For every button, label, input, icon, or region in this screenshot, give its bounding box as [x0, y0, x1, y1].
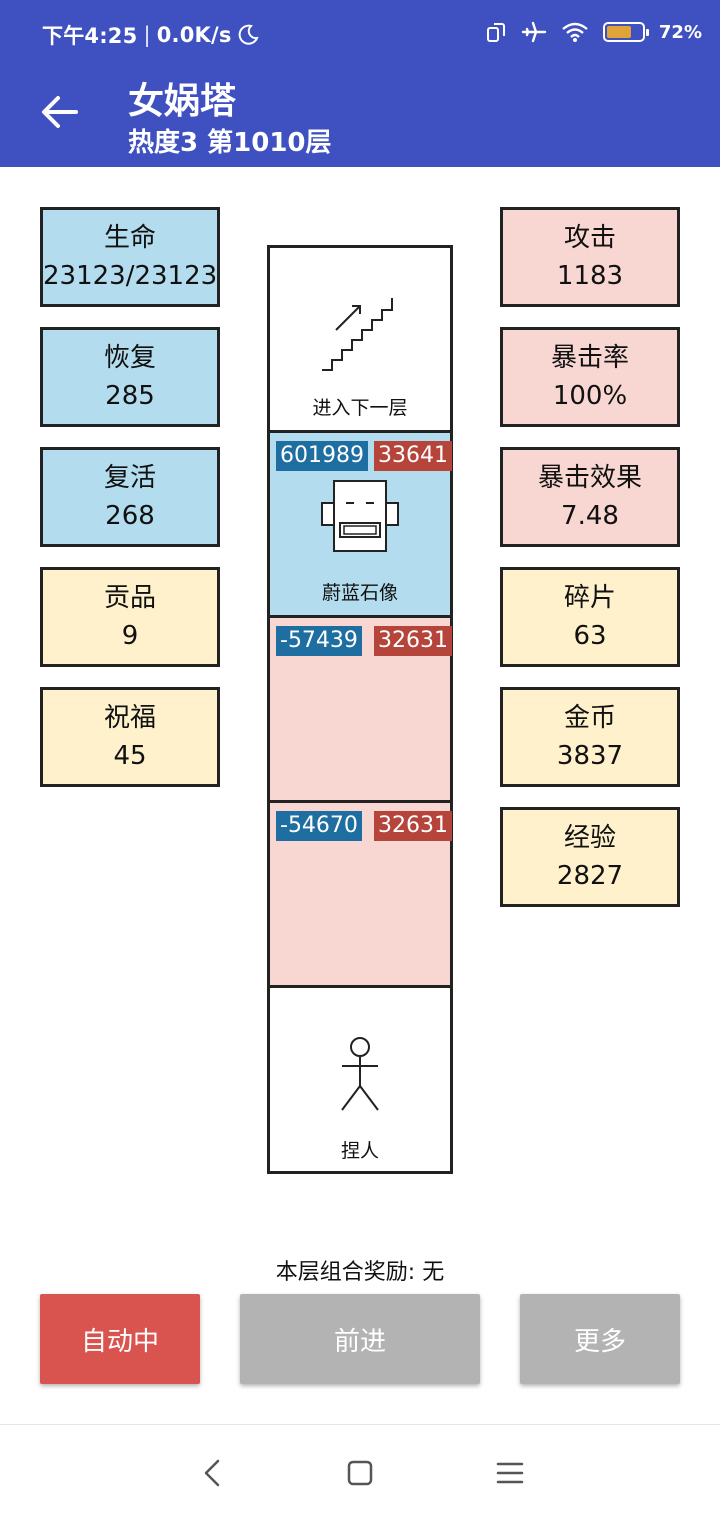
- stat-value: 23123/23123: [43, 261, 218, 291]
- stat-label: 攻击: [563, 223, 616, 253]
- stat-value: 285: [105, 381, 155, 411]
- stat-label: 贡品: [103, 583, 156, 613]
- wifi-icon: [562, 22, 588, 42]
- player-label: 捏人: [340, 1140, 379, 1162]
- stat-value: 2827: [556, 861, 624, 891]
- stat-label: 复活: [103, 463, 156, 493]
- cell-hp-tag: -54670: [276, 811, 362, 841]
- tower-column: 进入下一层 601989 33641 蔚蓝石像 -57439 32631 -54…: [267, 245, 453, 1174]
- airplane-mode-icon: [521, 21, 547, 43]
- stat-value: 9: [121, 621, 139, 651]
- network-speed: 0.0K/s: [156, 23, 232, 47]
- robot-statue-icon: [321, 480, 399, 552]
- page-title: 女娲塔: [128, 81, 237, 122]
- system-nav-bar: [0, 1424, 720, 1520]
- floor-bonus-text: 本层组合奖励: 无: [275, 1260, 445, 1285]
- cell-atk-tag: 32631: [374, 811, 452, 841]
- stat-fragments: 碎片 63: [500, 567, 680, 667]
- stat-label: 恢复: [103, 343, 156, 373]
- stat-crit-effect: 暴击效果 7.48: [500, 447, 680, 547]
- stairs-icon: [322, 298, 393, 371]
- more-button[interactable]: 更多: [520, 1294, 680, 1384]
- status-separator: |: [143, 23, 151, 47]
- stat-value: 100%: [552, 381, 628, 411]
- stat-value: 268: [105, 501, 155, 531]
- stat-value: 1183: [556, 261, 624, 291]
- app-bar: 下午4:25 | 0.0K/s 72%: [0, 0, 720, 167]
- back-button[interactable]: [38, 90, 82, 134]
- stat-gold: 金币 3837: [500, 687, 680, 787]
- stat-value: 63: [573, 621, 607, 651]
- stat-hp: 生命 23123/23123: [40, 207, 220, 307]
- stick-figure-icon: [341, 1037, 379, 1111]
- enemy-name: 蔚蓝石像: [321, 582, 398, 604]
- nav-menu-button[interactable]: [494, 1457, 526, 1489]
- stat-regen: 恢复 285: [40, 327, 220, 427]
- tower-cell[interactable]: -57439 32631: [270, 618, 452, 803]
- stat-label: 暴击率: [550, 343, 629, 373]
- nav-home-button[interactable]: [344, 1457, 376, 1489]
- auto-button[interactable]: 自动中: [40, 1294, 200, 1384]
- stat-label: 祝福: [103, 703, 156, 733]
- page-subtitle: 热度3 第1010层: [128, 128, 332, 158]
- stat-label: 经验: [563, 823, 616, 853]
- stat-blessing: 祝福 45: [40, 687, 220, 787]
- battery-percent: 72%: [658, 21, 702, 43]
- enemy-cell[interactable]: 601989 33641 蔚蓝石像: [270, 433, 452, 618]
- moon-icon: [238, 24, 259, 45]
- stairs-cell[interactable]: 进入下一层: [270, 248, 450, 433]
- chevron-left-icon: [204, 1459, 220, 1487]
- stat-value: 3837: [556, 741, 624, 771]
- stat-value: 45: [113, 741, 147, 771]
- screen-rotate-icon: [486, 23, 505, 42]
- stat-crit-rate: 暴击率 100%: [500, 327, 680, 427]
- stat-label: 生命: [103, 223, 156, 253]
- enemy-atk-tag: 33641: [374, 441, 452, 471]
- stat-attack: 攻击 1183: [500, 207, 680, 307]
- stat-value: 7.48: [561, 501, 619, 531]
- stairs-label: 进入下一层: [312, 397, 408, 419]
- player-cell[interactable]: 捏人: [270, 988, 450, 1173]
- cell-atk-tag: 32631: [374, 626, 452, 656]
- battery-icon: [602, 22, 649, 42]
- status-time: 下午4:25: [42, 24, 138, 48]
- status-bar: 下午4:25 | 0.0K/s 72%: [0, 0, 720, 70]
- tower-cell[interactable]: -54670 32631: [270, 803, 452, 988]
- stat-tribute: 贡品 9: [40, 567, 220, 667]
- enemy-hp-tag: 601989: [276, 441, 368, 471]
- stat-label: 金币: [563, 703, 616, 733]
- menu-icon: [496, 1462, 524, 1484]
- arrow-left-icon: [42, 96, 78, 128]
- stat-label: 暴击效果: [537, 463, 642, 493]
- stat-revive: 复活 268: [40, 447, 220, 547]
- stat-exp: 经验 2827: [500, 807, 680, 907]
- stat-label: 碎片: [563, 583, 616, 613]
- square-icon: [347, 1460, 373, 1486]
- forward-button[interactable]: 前进: [240, 1294, 480, 1384]
- nav-back-button[interactable]: [198, 1457, 230, 1489]
- cell-hp-tag: -57439: [276, 626, 362, 656]
